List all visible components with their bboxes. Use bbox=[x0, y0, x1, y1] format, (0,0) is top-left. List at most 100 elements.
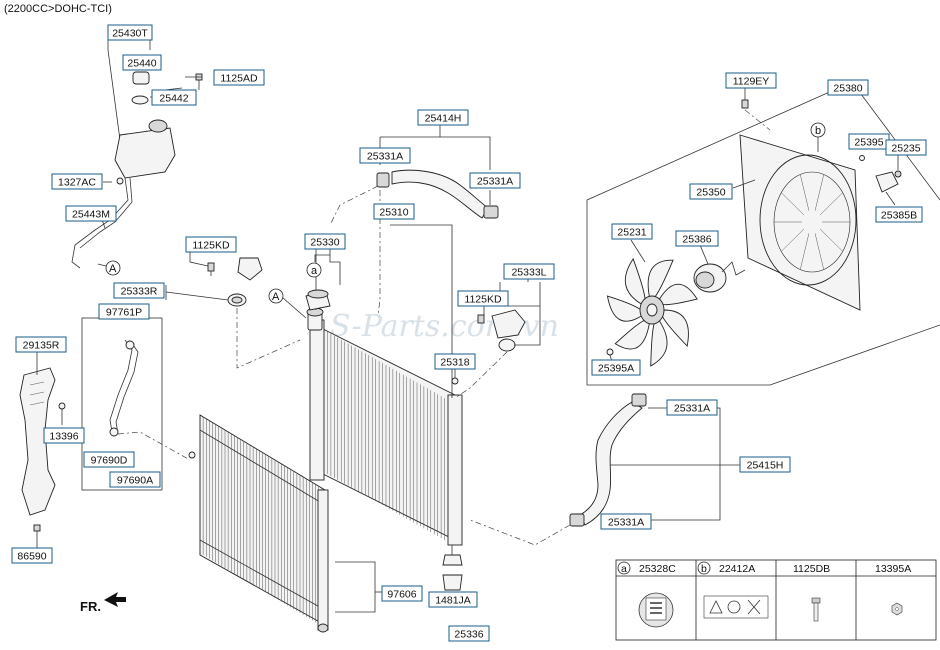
front-orientation-indicator: FR. bbox=[80, 592, 126, 614]
part-label-25415h[interactable]: 25415H bbox=[739, 456, 791, 473]
part-label-25331a_1[interactable]: 25331A bbox=[359, 147, 411, 164]
part-label-25443m[interactable]: 25443M bbox=[65, 205, 117, 222]
part-label-1125ad[interactable]: 1125AD bbox=[213, 69, 265, 86]
part-label-1129ey[interactable]: 1129EY bbox=[725, 72, 777, 89]
part-label-25385b[interactable]: 25385B bbox=[875, 206, 923, 223]
part-number-text: 25415H bbox=[747, 460, 784, 472]
svg-text:b: b bbox=[815, 125, 821, 137]
part-label-25440[interactable]: 25440 bbox=[122, 54, 162, 71]
fan-blade-group bbox=[606, 239, 698, 367]
callout-A-left: A bbox=[97, 260, 121, 276]
part-label-1327ac[interactable]: 1327AC bbox=[51, 173, 103, 190]
part-number-text: 97690D bbox=[91, 455, 128, 467]
part-number-text: 25395 bbox=[854, 137, 883, 149]
part-number-text: 97761P bbox=[106, 307, 142, 319]
part-label-13396[interactable]: 13396 bbox=[43, 427, 85, 444]
part-label-1125kd_a[interactable]: 1125KD bbox=[185, 236, 237, 253]
part-label-25331a_4[interactable]: 25331A bbox=[600, 513, 652, 530]
radiator-group bbox=[306, 224, 463, 591]
part-number-text: 25318 bbox=[440, 357, 469, 369]
part-number-text: 1129EY bbox=[733, 76, 770, 88]
part-label-25231[interactable]: 25231 bbox=[611, 223, 653, 240]
legend-part-13395A: 13395A bbox=[875, 563, 911, 575]
part-number-text: 25380 bbox=[833, 83, 862, 95]
reservoir-group bbox=[71, 40, 203, 269]
part-number-text: 1327AC bbox=[58, 177, 96, 189]
radiator-cap-group bbox=[165, 250, 301, 369]
part-number-text: 25336 bbox=[454, 629, 483, 641]
part-label-25331a_3[interactable]: 25331A bbox=[666, 399, 718, 416]
part-number-text: 25443M bbox=[72, 209, 110, 221]
part-label-25310[interactable]: 25310 bbox=[373, 203, 415, 220]
part-label-86590[interactable]: 86590 bbox=[11, 547, 53, 564]
part-label-1125kd_b[interactable]: 1125KD bbox=[457, 290, 509, 307]
part-label-25330[interactable]: 25330 bbox=[304, 233, 346, 250]
part-number-text: 25235 bbox=[891, 143, 920, 155]
part-number-text: 25331A bbox=[674, 403, 710, 415]
part-number-text: 25385B bbox=[881, 210, 917, 222]
legend-part-25328C: 25328C bbox=[639, 563, 676, 575]
part-number-text: 25386 bbox=[682, 234, 711, 246]
part-label-97606[interactable]: 97606 bbox=[381, 585, 423, 602]
part-number-text: 25395A bbox=[598, 363, 634, 375]
legend-b-tag: b bbox=[701, 563, 707, 575]
part-number-text: 97690A bbox=[117, 475, 153, 487]
part-number-text: 25350 bbox=[696, 187, 725, 199]
watermark: S-Parts.com.vn bbox=[330, 309, 559, 344]
part-number-text: 25310 bbox=[379, 207, 408, 219]
part-number-text: 13396 bbox=[49, 431, 78, 443]
legend-part-1125DB: 1125DB bbox=[793, 563, 830, 575]
nut-icon bbox=[891, 602, 903, 616]
part-number-text: 29135R bbox=[23, 340, 60, 352]
part-number-text: 25414H bbox=[425, 113, 462, 125]
part-number-text: 25333R bbox=[121, 286, 158, 298]
part-number-text: 25430T bbox=[112, 28, 148, 40]
part-number-text: 1125KD bbox=[464, 294, 502, 306]
part-label-25380[interactable]: 25380 bbox=[827, 79, 869, 96]
fan-assembly-group: b bbox=[586, 81, 940, 386]
part-label-25442[interactable]: 25442 bbox=[151, 89, 197, 106]
part-label-25430t[interactable]: 25430T bbox=[107, 24, 153, 41]
part-label-25414h[interactable]: 25414H bbox=[417, 109, 469, 126]
engine-spec-header: (2200CC>DOHC-TCI) bbox=[4, 3, 112, 15]
part-label-25395a_1[interactable]: 25395A bbox=[591, 359, 641, 376]
part-label-29135r[interactable]: 29135R bbox=[15, 336, 67, 353]
part-label-25331a_2[interactable]: 25331A bbox=[469, 172, 521, 189]
part-number-text: 1481JA bbox=[435, 595, 471, 607]
part-label-25386[interactable]: 25386 bbox=[675, 230, 719, 247]
part-label-97690a[interactable]: 97690A bbox=[109, 471, 161, 488]
warning-label-icon bbox=[638, 592, 674, 628]
svg-text:A: A bbox=[109, 263, 117, 275]
part-number-text: 25333L bbox=[511, 267, 546, 279]
part-number-text: 97606 bbox=[387, 589, 416, 601]
upper-hose-group bbox=[329, 125, 499, 316]
air-guard-group bbox=[19, 350, 66, 548]
part-label-25333r[interactable]: 25333R bbox=[113, 282, 165, 299]
part-number-text: 25331A bbox=[477, 176, 513, 188]
svg-text:A: A bbox=[272, 291, 280, 303]
part-number-text: 1125KD bbox=[192, 240, 230, 252]
condenser-group bbox=[188, 414, 382, 633]
part-label-1481ja[interactable]: 1481JA bbox=[428, 591, 478, 608]
legend-part-22412A: 22412A bbox=[719, 563, 755, 575]
part-number-text: 25442 bbox=[159, 93, 188, 105]
cap-25330-group: a bbox=[305, 248, 341, 311]
part-label-25318[interactable]: 25318 bbox=[434, 353, 476, 370]
part-label-25336[interactable]: 25336 bbox=[448, 625, 490, 642]
caution-sticker-icon bbox=[703, 595, 769, 619]
part-number-text: 25331A bbox=[608, 517, 644, 529]
part-label-97690d[interactable]: 97690D bbox=[83, 451, 135, 468]
part-number-text: 25231 bbox=[617, 227, 646, 239]
part-label-25333l[interactable]: 25333L bbox=[503, 263, 555, 280]
legend-table: a 25328C b 22412A 1125DB 13395A bbox=[615, 559, 937, 641]
part-label-25350[interactable]: 25350 bbox=[689, 183, 733, 200]
part-number-text: 25330 bbox=[310, 237, 339, 249]
part-label-97761p[interactable]: 97761P bbox=[98, 303, 150, 320]
svg-text:a: a bbox=[311, 265, 318, 277]
part-label-25395[interactable]: 25395 bbox=[848, 133, 890, 150]
part-label-25235[interactable]: 25235 bbox=[885, 139, 927, 156]
part-labels: 25430T 25440 1125AD 25442 1327AC 25443M 1125KD… bbox=[11, 24, 927, 642]
legend-a-tag: a bbox=[621, 563, 627, 575]
thermostat-group bbox=[451, 278, 541, 399]
